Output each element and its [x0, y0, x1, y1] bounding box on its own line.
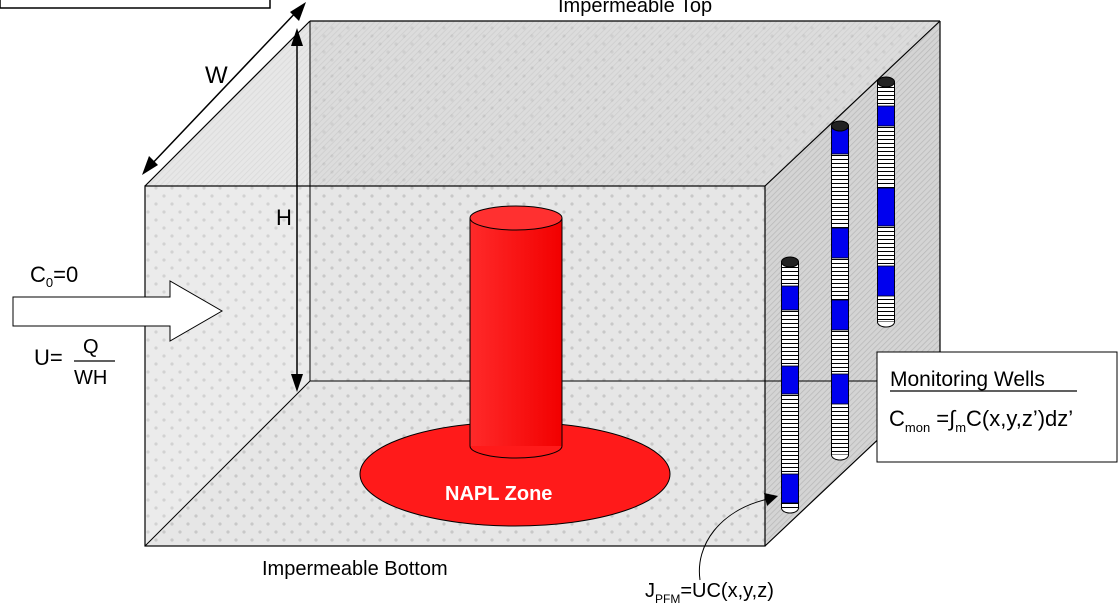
monitoring-wells-title: Monitoring Wells: [890, 368, 1045, 391]
u-label: U=: [34, 345, 63, 370]
well-screen: [781, 285, 799, 311]
impermeable-bottom-label: Impermeable Bottom: [262, 558, 448, 580]
well-screen: [877, 105, 895, 127]
well-screen: [831, 373, 849, 405]
well-casing: [831, 125, 849, 456]
well-cap: [831, 120, 849, 132]
jpfm-pointer-head: [764, 493, 778, 506]
h-dimension-arrow: [291, 28, 303, 392]
impermeable-top-label: Impermeable Top: [558, 0, 712, 17]
box-top-face: [145, 21, 940, 186]
monitoring-well: [877, 76, 895, 328]
well-base: [877, 321, 895, 328]
monitoring-well: [831, 120, 849, 461]
well-screen: [781, 473, 799, 504]
cmon-equation: Cmon =∫mC(x,y,z’)dz’: [889, 406, 1073, 435]
inflow-arrow: [12, 280, 224, 342]
jpfm-label: JPFM=UC(x,y,z): [645, 580, 774, 606]
h-label: H: [276, 205, 292, 230]
well-screen: [831, 299, 849, 331]
u-denominator: WH: [74, 367, 107, 389]
well-screen: [877, 187, 895, 227]
well-cap: [781, 256, 799, 268]
box-edges: [144, 20, 941, 547]
well-screen: [877, 265, 895, 297]
jpfm-pointer-line: [698, 498, 769, 581]
well-screen: [781, 365, 799, 395]
monitoring-well: [781, 256, 799, 514]
well-base: [781, 507, 799, 514]
well-screen: [831, 227, 849, 259]
legend-box-edge: [0, 0, 271, 9]
c0-label: C0=0: [30, 262, 78, 290]
w-label: W: [205, 62, 228, 89]
napl-cylinder: [469, 205, 563, 459]
napl-zone-label: NAPL Zone: [445, 483, 552, 505]
monitoring-callout-box: [876, 351, 1118, 463]
u-numerator: Q: [83, 336, 99, 358]
w-dimension-arrow: [142, 2, 306, 175]
well-cap: [877, 76, 895, 88]
well-base: [831, 454, 849, 461]
monitoring-wells: [781, 76, 895, 514]
